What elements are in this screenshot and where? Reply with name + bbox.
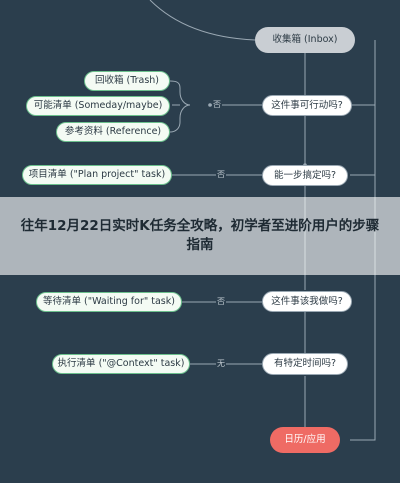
node-delegate: 这件事该我做吗? <box>262 291 352 312</box>
node-someday: 可能清单 (Someday/maybe) <box>26 96 170 116</box>
node-next-action: 执行清单 ("@Context" task) <box>52 354 190 374</box>
page-title: 往年12月22日实时K任务全攻略，初学者至进阶用户的步骤指南 <box>20 218 380 253</box>
node-one-step: 能一步搞定吗? <box>262 165 348 186</box>
node-trash: 回收箱 (Trash) <box>84 71 170 91</box>
node-project: 项目清单 ("Plan project" task) <box>22 165 172 185</box>
node-reference: 参考资料 (Reference) <box>56 122 170 142</box>
node-actionable: 这件事可行动吗? <box>262 95 352 116</box>
node-specific-time: 有特定时间吗? <box>262 353 348 375</box>
node-calendar: 日历/应用 <box>270 427 340 453</box>
edge-label-no: 否 <box>216 297 226 307</box>
title-banner: 往年12月22日实时K任务全攻略，初学者至进阶用户的步骤指南 <box>0 197 400 275</box>
connector-bracket <box>169 80 191 133</box>
node-waiting: 等待清单 ("Waiting for" task) <box>36 292 182 312</box>
connector-dot <box>208 103 212 107</box>
edge-label-no: 否 <box>212 100 222 110</box>
connector-top-arc <box>149 0 256 41</box>
connector-right-rail <box>350 40 376 106</box>
edge-label-none: 无 <box>216 359 226 369</box>
edge-label-no: 否 <box>216 170 226 180</box>
node-inbox: 收集箱 (Inbox) <box>255 27 355 53</box>
